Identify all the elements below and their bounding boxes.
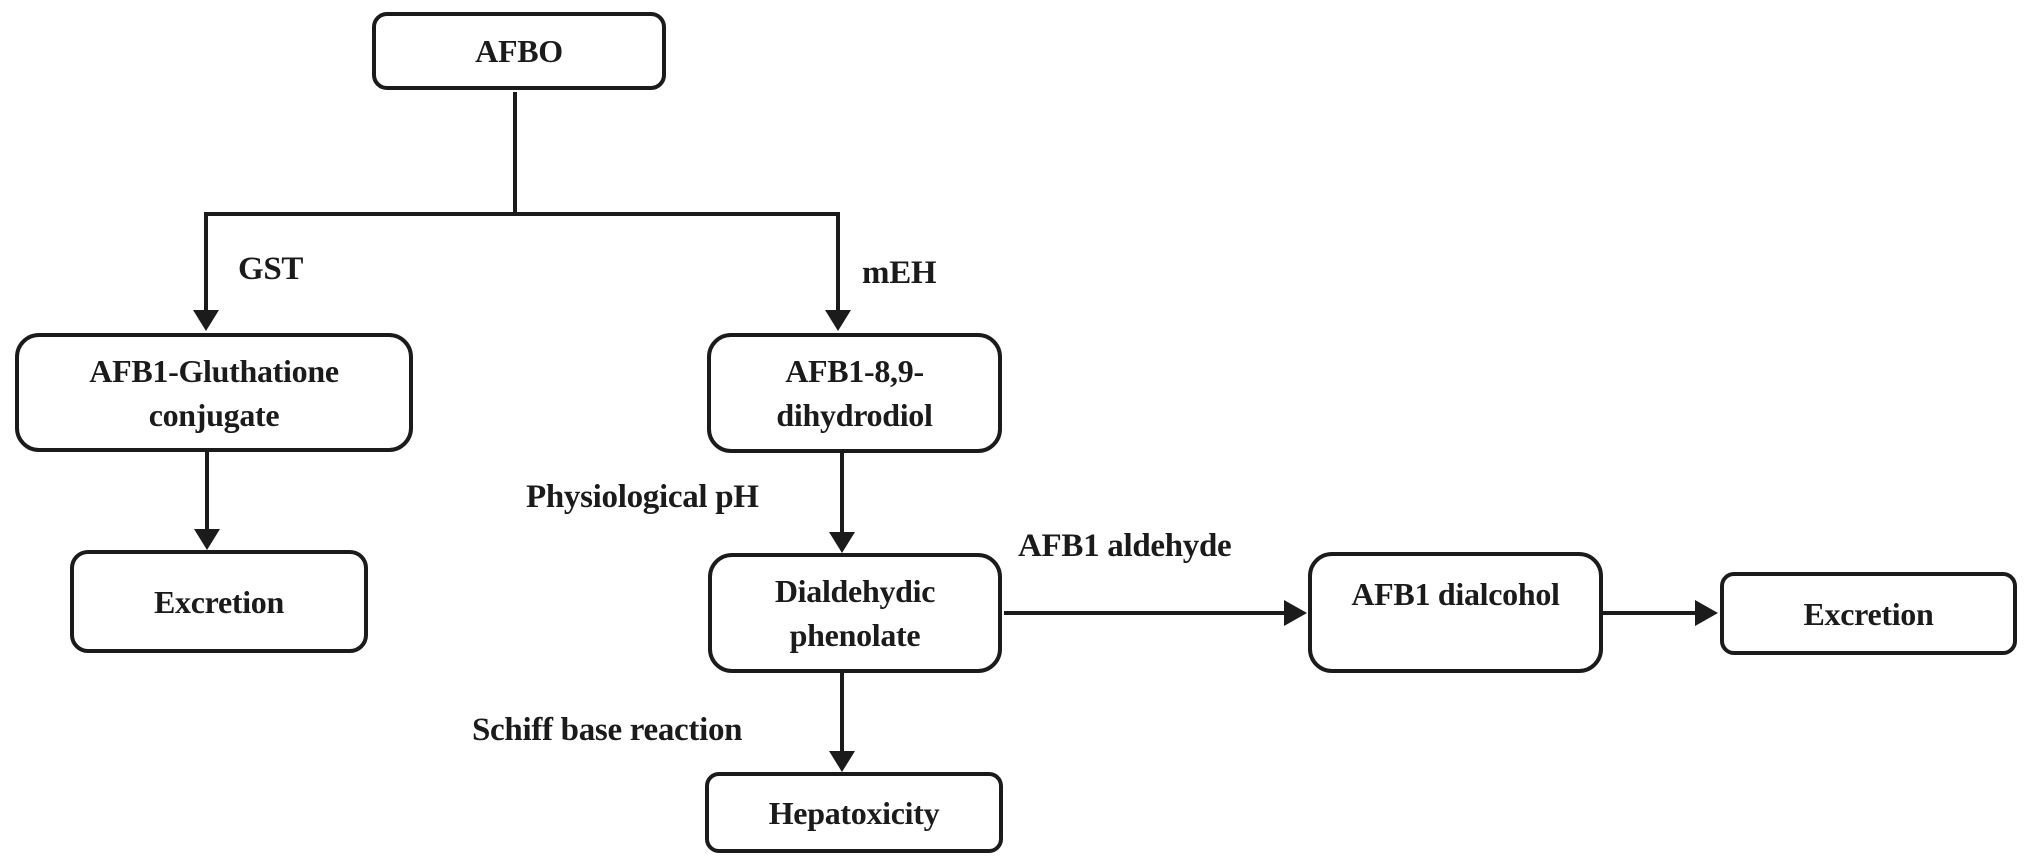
node-afb1-gluthatione-conjugate: AFB1-Gluthatione conjugate	[15, 333, 413, 452]
node-excretion-right: Excretion	[1720, 572, 2017, 655]
node-dialdehydic-line1: Dialdehydic	[774, 573, 936, 609]
edge-gluthatione-to-excretion-arrow	[205, 452, 209, 529]
node-hepatoxicity-label: Hepatoxicity	[768, 794, 940, 831]
edge-label-meh: mEH	[862, 255, 937, 291]
node-afb1-dialcohol: AFB1 dialcohol	[1308, 552, 1603, 673]
node-dihydrodiol-line2: dihydrodiol	[776, 397, 933, 433]
edge-label-schiff-base-reaction: Schiff base reaction	[472, 712, 743, 748]
edge-dialcohol-to-excretion-arrow	[1601, 611, 1695, 615]
edge-dihydrodiol-to-phenolate-arrow	[840, 453, 844, 532]
node-excretion-right-label: Excretion	[1803, 595, 1934, 632]
edge-afbo-stem	[513, 92, 517, 216]
node-excretion-left-label: Excretion	[153, 583, 285, 620]
node-dialcohol-label: AFB1 dialcohol	[1351, 576, 1560, 612]
edge-phenolate-to-dialcohol-arrow	[1004, 611, 1284, 615]
node-dialdehydic-line2: phenolate	[789, 617, 921, 653]
node-afb1-gluthatione-line1: AFB1-Gluthatione	[89, 352, 339, 389]
node-dihydrodiol-line1: AFB1-8,9-	[785, 353, 924, 389]
edge-afbo-to-gluthatione-arrow	[204, 212, 208, 310]
edge-label-afb1-aldehyde: AFB1 aldehyde	[1018, 528, 1232, 564]
node-dialdehydic-phenolate: Dialdehydic phenolate	[708, 553, 1002, 673]
node-afbo-label: AFBO	[475, 33, 563, 69]
node-excretion-left: Excretion	[70, 550, 368, 653]
node-hepatoxicity: Hepatoxicity	[705, 772, 1003, 853]
node-afb1-8-9-dihydrodiol: AFB1-8,9- dihydrodiol	[707, 333, 1002, 453]
edge-label-physiological-ph: Physiological pH	[526, 479, 759, 515]
node-afb1-gluthatione-line2: conjugate	[148, 396, 280, 433]
edge-label-gst: GST	[238, 251, 304, 287]
node-afbo: AFBO	[372, 12, 666, 90]
edge-afbo-to-dihydrodiol-arrow	[836, 212, 840, 310]
edge-phenolate-to-hepatoxicity-arrow	[840, 671, 844, 751]
edge-branch-bar	[204, 212, 840, 216]
